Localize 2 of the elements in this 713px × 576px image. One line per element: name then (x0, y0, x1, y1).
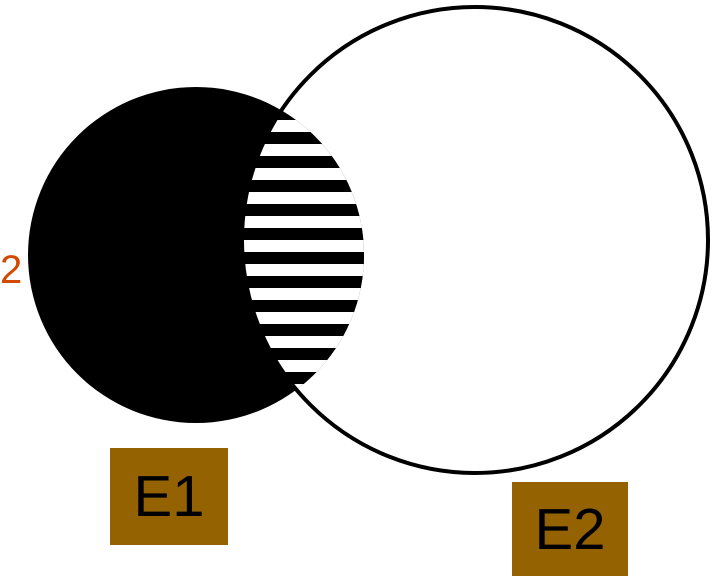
label-box: E2 (512, 482, 628, 576)
label-box: E1 (110, 448, 228, 545)
